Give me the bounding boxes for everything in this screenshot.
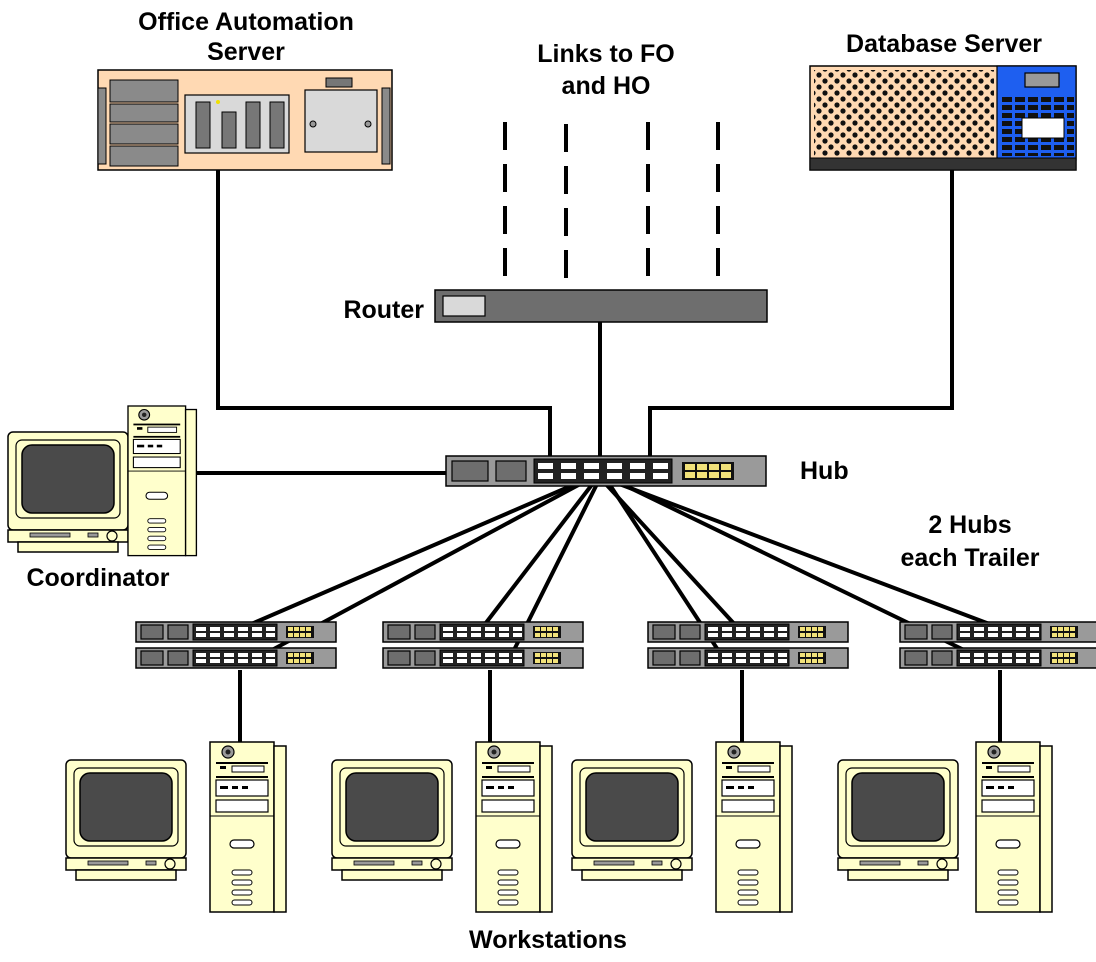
workstation-1 (65, 741, 287, 913)
trailer-hub-2a (382, 621, 584, 643)
workstations (65, 741, 1053, 913)
wan-links (503, 122, 720, 292)
workstation-tower (975, 741, 1053, 913)
trailer-hub-1b (135, 647, 337, 669)
trailer-hub-2b (382, 647, 584, 669)
links-label-line1: Links to FO (537, 40, 675, 68)
db-server-label: Database Server (846, 30, 1042, 58)
main-hub (445, 455, 767, 487)
trailer-hub-4a (899, 621, 1096, 643)
database-server (809, 65, 1077, 171)
labels: Office Automation Server Links to FO and… (26, 8, 1042, 954)
links-label-line2: and HO (562, 72, 651, 100)
trailer-hub-1a (135, 621, 337, 643)
hubs-label-line1: 2 Hubs (928, 511, 1011, 539)
connection-lines (196, 170, 1002, 745)
workstation-2 (331, 741, 553, 913)
hubs-label-line2: each Trailer (901, 544, 1040, 572)
trailer-hub-3b (647, 647, 849, 669)
workstation-tower (209, 741, 287, 913)
workstation-monitor (837, 759, 959, 881)
workstations-label: Workstations (469, 926, 627, 954)
workstation-monitor (65, 759, 187, 881)
workstation-3 (571, 741, 793, 913)
oa-server-link (216, 170, 552, 462)
workstation-4 (837, 741, 1053, 913)
coordinator-tower (127, 405, 198, 557)
workstation-monitor (331, 759, 453, 881)
oa-server-label-line2: Server (207, 38, 285, 66)
db-server-link (648, 170, 954, 462)
router (434, 289, 768, 323)
coordinator-monitor (7, 431, 129, 553)
router-label: Router (343, 296, 424, 324)
oa-server-label-line1: Office Automation (138, 8, 354, 36)
workstation-tower (715, 741, 793, 913)
office-automation-server (97, 69, 393, 171)
hub-label: Hub (800, 457, 849, 485)
trailer-hub-3a (647, 621, 849, 643)
coordinator-label: Coordinator (26, 564, 169, 592)
trailer-hub-4b (899, 647, 1096, 669)
workstation-monitor (571, 759, 693, 881)
workstation-tower (475, 741, 553, 913)
coordinator-station (7, 405, 198, 557)
